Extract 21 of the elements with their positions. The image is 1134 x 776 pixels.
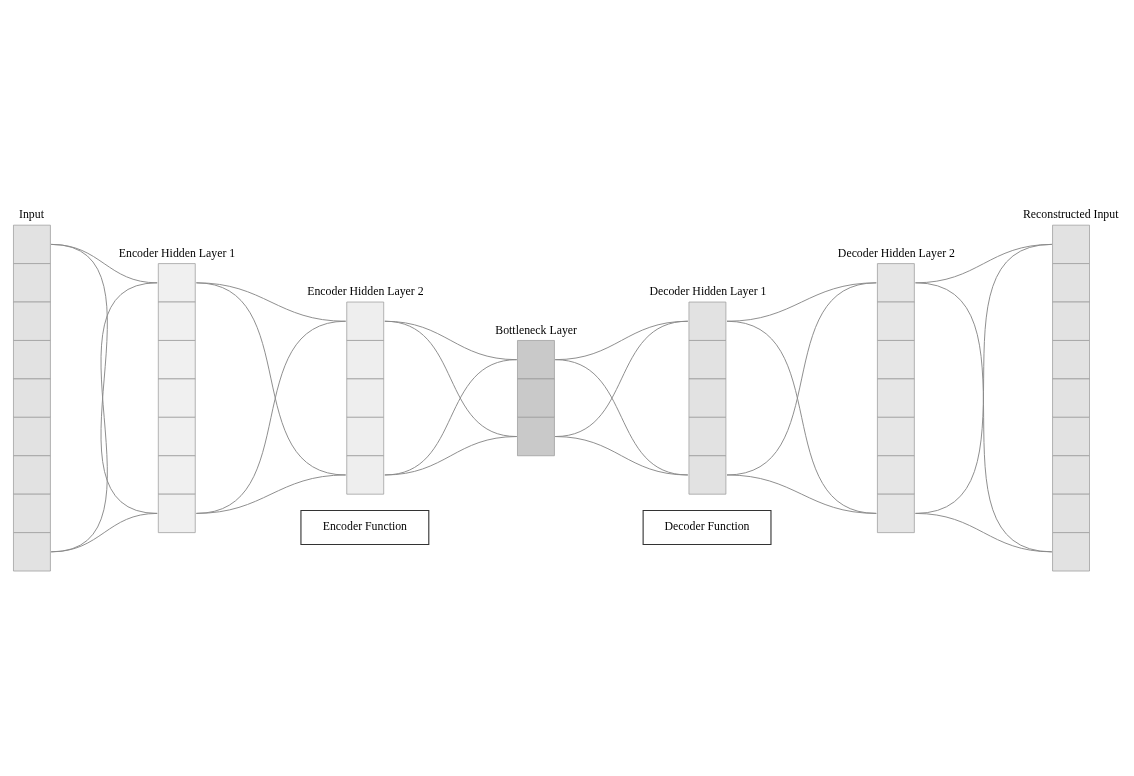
connector [554, 358, 689, 475]
connector [915, 243, 1053, 514]
connector [726, 281, 877, 475]
label: Encoder Function [322, 518, 408, 533]
node-label: Encoder Hidden Layer 2 [307, 283, 424, 298]
connector [554, 320, 689, 437]
label: Decoder Function [664, 518, 750, 533]
connector [915, 281, 1053, 552]
connector [384, 320, 518, 437]
connector [384, 358, 518, 475]
node-label: Decoder Hidden Layer 1 [649, 283, 767, 298]
node-label: Reconstructed Input [1022, 206, 1119, 221]
connector [726, 320, 877, 514]
node-label: Decoder Hidden Layer 2 [837, 245, 955, 260]
node-label: Input [19, 206, 44, 221]
connector [50, 243, 158, 514]
node-label: Bottleneck Layer [495, 322, 577, 337]
connector [195, 281, 347, 475]
connector [195, 320, 347, 514]
node-label: Encoder Hidden Layer 1 [118, 245, 236, 260]
connector [50, 281, 158, 552]
